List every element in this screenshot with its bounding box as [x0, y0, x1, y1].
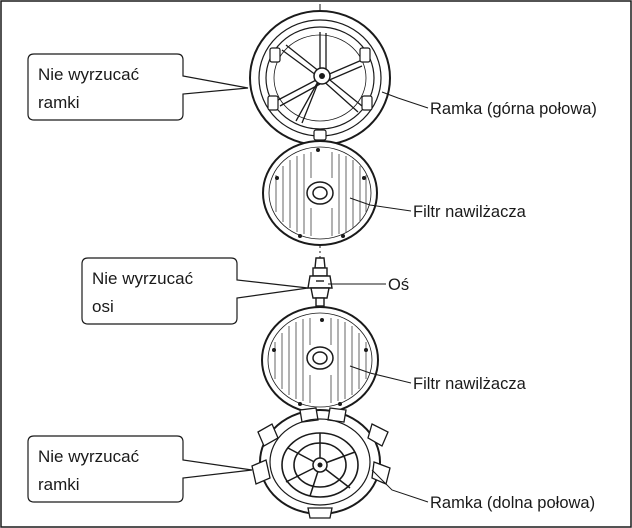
- filter-lower-part: [262, 307, 378, 413]
- label-filter-lower: Filtr nawilżacza: [413, 375, 527, 393]
- callout-axis-line2: osi: [92, 297, 114, 316]
- callout-frame-bottom-line2: ramki: [38, 475, 80, 494]
- callout-frame-top-line2: ramki: [38, 93, 80, 112]
- filter-upper-part: [263, 141, 377, 245]
- callout-frame-bottom-line1: Nie wyrzucać: [38, 447, 140, 466]
- callout-frame-top-line1: Nie wyrzucać: [38, 65, 140, 84]
- label-frame-upper: Ramka (górna połowa): [430, 100, 597, 118]
- label-filter-upper: Filtr nawilżacza: [413, 203, 527, 221]
- callout-axis-line1: Nie wyrzucać: [92, 269, 194, 288]
- label-axis: Oś: [388, 276, 409, 294]
- frame-upper-part: [250, 11, 390, 145]
- label-frame-lower: Ramka (dolna połowa): [430, 494, 595, 512]
